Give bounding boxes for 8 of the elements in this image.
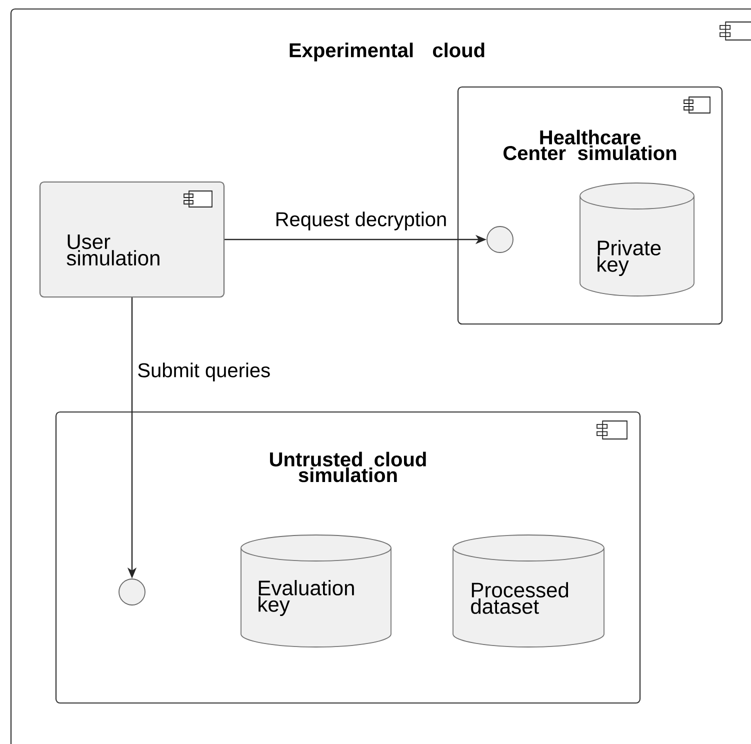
interface-circle — [118, 578, 146, 606]
interface-circle — [486, 226, 514, 253]
database-cylinder: Evaluation key — [240, 534, 392, 648]
edge-label: Submit queries — [136, 362, 272, 382]
database-cylinder: Processed dataset — [452, 534, 604, 648]
edge-label: Request decryption — [274, 210, 448, 232]
database-cylinder: Private key — [580, 182, 694, 296]
component-box: User simulation — [39, 181, 225, 298]
